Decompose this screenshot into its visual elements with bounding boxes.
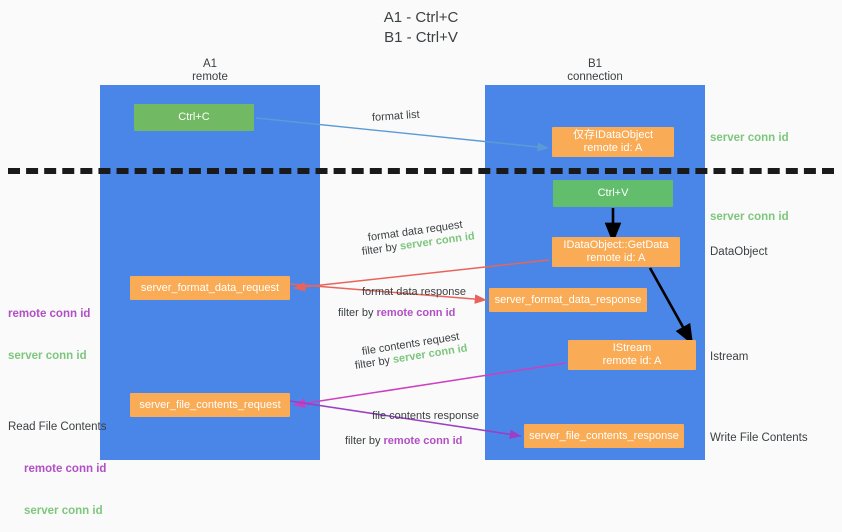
clipboard-boundary-divider: [8, 168, 834, 174]
arrow-format-list: [255, 117, 549, 152]
caption-remote-conn-id-2: remote conn id: [383, 435, 463, 447]
box-server-format-data-request-label: server_format_data_request: [140, 281, 280, 294]
annotation-read-file-contents: Read File Contents: [8, 421, 107, 433]
annotation-server-conn-id-second: server conn id: [710, 211, 789, 223]
box-server-file-contents-request-label: server_file_contents_request: [139, 398, 281, 411]
annotation-server-conn-id-top: server conn id: [710, 132, 789, 144]
annotation-remote-conn-id-2: remote conn id: [24, 463, 107, 475]
caption-format-data-response: format data response: [362, 286, 466, 298]
box-server-format-data-response[interactable]: server_format_data_response: [489, 288, 647, 312]
caption-filter-by-text-2: filter by: [338, 307, 377, 319]
arrow-getdata-to-istream: [648, 267, 694, 346]
box-idataobject[interactable]: 仅存IDataObject remote id: A: [552, 127, 674, 157]
box-getdata-line1: IDataObject::GetData: [563, 239, 669, 251]
arrow-format-data-request: [293, 259, 550, 292]
box-ctrl-v-label: Ctrl+V: [597, 187, 629, 199]
annotation-dataobject: DataObject: [710, 246, 768, 258]
caption-remote-conn-id-1: remote conn id: [376, 307, 456, 319]
caption-file-contents-response: file contents response: [372, 410, 480, 422]
box-server-file-contents-request[interactable]: server_file_contents_request: [130, 393, 290, 417]
box-ctrl-c[interactable]: Ctrl+C: [134, 104, 254, 131]
annotation-istream: Istream: [710, 351, 749, 363]
box-istream-line2: remote id: A: [602, 355, 662, 367]
annotation-remote-conn-id-1: remote conn id: [8, 308, 91, 320]
arrow-file-contents-response: [289, 400, 522, 440]
box-server-format-data-response-label: server_format_data_response: [494, 293, 642, 306]
box-istream[interactable]: IStream remote id: A: [568, 340, 696, 370]
box-idataobject-line2: remote id: A: [583, 142, 643, 154]
box-idataobject-line1: 仅存IDataObject: [572, 129, 654, 141]
box-getdata-line2: remote id: A: [586, 252, 646, 264]
caption-filter-by-remote-conn-id-1: filter by remote conn id: [338, 306, 455, 320]
column-header-a1: A1 remote: [192, 58, 228, 83]
box-server-file-contents-response-label: server_file_contents_response: [529, 429, 679, 442]
box-idataobject-getdata[interactable]: IDataObject::GetData remote id: A: [552, 237, 680, 267]
caption-filter-by-remote-conn-id-2: filter by remote conn id: [345, 434, 462, 448]
annotation-conn-ids-format: remote conn id server conn id: [8, 279, 90, 377]
annotation-read-file-contents-group: Read File Contents remote conn id server…: [8, 392, 106, 532]
box-ctrl-c-label: Ctrl+C: [178, 111, 210, 123]
arrow-file-contents-request: [293, 362, 567, 409]
annotation-server-conn-id-2: server conn id: [24, 505, 103, 517]
annotation-write-file-contents: Write File Contents: [710, 432, 808, 444]
annotation-server-conn-id-1: server conn id: [8, 350, 87, 362]
arrow-format-data-response: [289, 283, 487, 304]
box-server-format-data-request[interactable]: server_format_data_request: [130, 276, 290, 300]
box-istream-line1: IStream: [612, 342, 652, 354]
box-server-file-contents-response[interactable]: server_file_contents_response: [524, 424, 684, 448]
box-ctrl-v[interactable]: Ctrl+V: [553, 180, 673, 207]
column-header-b1: B1 connection: [567, 58, 623, 83]
diagram-title: A1 - Ctrl+C B1 - Ctrl+V: [383, 9, 459, 46]
caption-filter-by-text-4: filter by: [345, 435, 384, 447]
